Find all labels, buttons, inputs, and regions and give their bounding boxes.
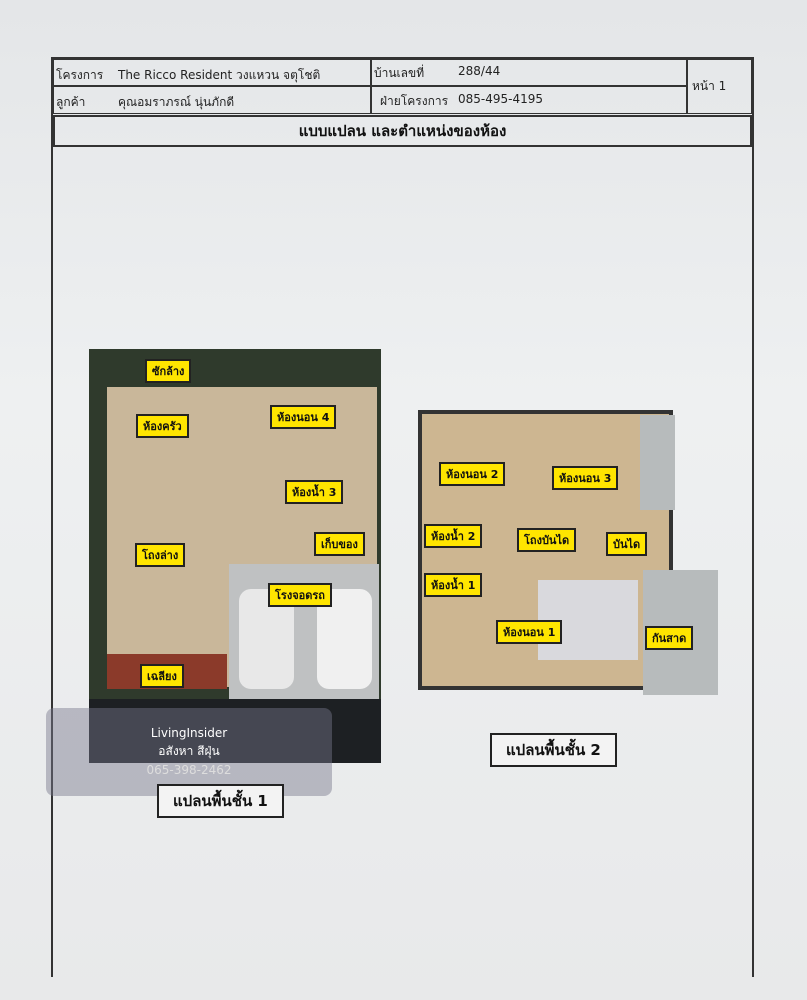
room-label: โถงล่าง [135,543,186,567]
header-cell [53,86,371,114]
room-label: ห้องครัว [136,414,189,438]
house-no-label: บ้านเลขที่ [374,66,425,80]
room-label: ห้องนอน 4 [270,405,337,429]
project-label: โครงการ [56,68,104,82]
house-no-value: 288/44 [458,64,501,78]
header-cell [53,59,371,86]
project-value: The Ricco Resident วงแหวน จตุโชติ [118,68,321,82]
dept-phone: 085-495-4195 [458,92,544,106]
room-label: ห้องน้ำ 2 [424,524,483,548]
room-label: ซักล้าง [145,359,192,383]
header-cell [371,59,687,86]
floor2-plan [418,410,718,710]
room-label: เก็บของ [314,532,365,556]
room-label: ห้องนอน 2 [439,462,506,486]
room-label: เฉลียง [140,664,184,688]
customer-value: คุณอมราภรณ์ นุ่นภักดี [118,95,235,109]
watermark-name: อสังหา สีฝุ่น [158,744,220,758]
header-cell [687,59,752,114]
room-label: ห้องน้ำ 3 [285,480,344,504]
room-label: โรงจอดรถ [268,583,332,607]
floor1-plan [89,349,381,763]
page-title: แบบแปลน และตำแหน่งของห้อง [53,115,752,147]
watermark-phone: 065-398-2462 [146,763,232,777]
room-label: โถงบันได [517,528,577,552]
page-border [51,57,754,977]
room-label: กันสาด [645,626,694,650]
room-label: บันได [606,532,648,556]
page-number: หน้า 1 [692,79,727,93]
room-label: ห้องนอน 1 [496,620,563,644]
header-cell [371,86,687,114]
watermark-brand: LivingInsider [150,726,228,740]
room-label: ห้องน้ำ 1 [424,573,483,597]
watermark: LivingInsider อสังหา สีฝุ่น 065-398-2462 [46,708,332,796]
floor1-caption: แปลนพื้นชั้น 1 [157,784,284,818]
customer-label: ลูกค้า [56,95,86,109]
dept-label: ฝ่ายโครงการ [380,94,449,108]
floor2-caption: แปลนพื้นชั้น 2 [490,733,617,767]
room-label: ห้องนอน 3 [552,466,619,490]
